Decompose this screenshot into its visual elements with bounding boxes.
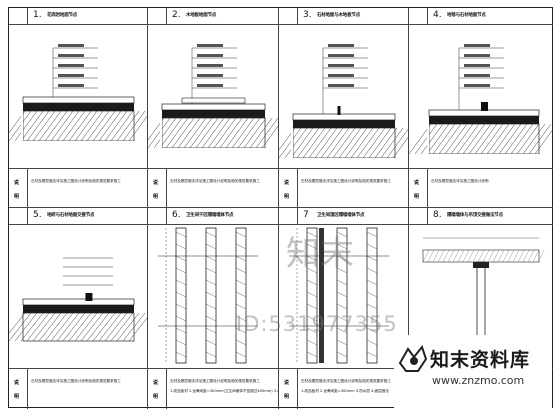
detail-cell: 4.地毯与石材地面节点说明石材及基层做法详见施工图设计说明: [409, 8, 553, 208]
brand-logo: 知末资料库 www.znzmo.com: [394, 335, 552, 409]
note-label-char: 说: [153, 380, 159, 386]
note-text: 石材及基层做法详见施工图设计说明及相关规范要求施工: [170, 379, 260, 383]
detail-header: 1. 花岗岩地面节点: [9, 8, 147, 25]
watermark-id: ID:531977355: [236, 312, 398, 336]
detail-title: 隔墙墙体与吊顶交接做法节点: [447, 213, 503, 218]
detail-drawing: [9, 44, 147, 168]
detail-note: 说明石材及基层做法详见施工图设计说明及相关规范要求施工: [9, 168, 147, 207]
note-label-char: 明: [153, 394, 159, 400]
note-text: 石材及基层做法详见施工图设计说明及相关规范要求施工: [31, 179, 121, 183]
note-label-char: 明: [284, 194, 290, 200]
detail-number: 3.: [303, 10, 312, 20]
detail-drawing: [289, 227, 389, 364]
detail-title: 卫生间湿区隔墙墙体节点: [317, 213, 365, 218]
note-label-char: 说: [284, 380, 290, 386]
detail-header: 6. 卫生间干区隔墙墙体节点: [148, 208, 278, 225]
note-label-char: 说: [414, 180, 420, 186]
note-label-char: 明: [14, 194, 20, 200]
detail-header: 4. 地毯与石材地面节点: [409, 8, 553, 25]
detail-header: 3. 石材地面与木地板节点: [279, 8, 408, 25]
detail-title: 地砖与石材地面交接节点: [47, 213, 95, 218]
note-label-char: 明: [414, 194, 420, 200]
note-label: 说明: [9, 169, 28, 207]
note-text-2: 1.成品板材 2.龙骨间距=300mm 3.防水层 4.面层做法: [301, 389, 389, 393]
detail-title: 木地板地面节点: [186, 13, 217, 18]
note-text: 石材及基层做法详见施工图设计说明: [431, 179, 489, 183]
note-label-char: 说: [284, 180, 290, 186]
detail-number: 6.: [172, 210, 181, 220]
note-label-char: 明: [284, 394, 290, 400]
note-text: 石材及基层做法详见施工图设计说明及相关规范要求施工: [301, 179, 391, 183]
watermark-mark: 知末: [286, 234, 354, 274]
detail-cell: 1.花岗岩地面节点说明石材及基层做法详见施工图设计说明及相关规范要求施工: [9, 8, 148, 208]
note-label: 说明: [409, 169, 428, 207]
detail-header: 2. 木地板地面节点: [148, 8, 278, 25]
detail-drawing: [422, 237, 545, 363]
detail-note: 说明石材及基层做法详见施工图设计说明: [409, 168, 553, 207]
note-label: 说明: [279, 169, 298, 207]
logo-name: 知末资料库: [430, 349, 531, 371]
note-label: 说明: [148, 369, 167, 409]
detail-number: 4.: [433, 10, 442, 20]
note-label-char: 说: [14, 180, 20, 186]
detail-title: 卫生间干区隔墙墙体节点: [186, 213, 234, 218]
detail-note: 说明石材及基层做法详见施工图设计说明及相关规范要求施工: [148, 168, 278, 207]
detail-drawing: [148, 44, 278, 168]
note-label: 说明: [9, 369, 28, 409]
note-text-2: 1.成品板材 2.龙骨间距=300mm(卫生间墙体不宜超过400mm) 3.面层…: [170, 389, 278, 393]
note-label-char: 说: [14, 380, 20, 386]
detail-drawing: [409, 44, 553, 168]
detail-title: 石材地面与木地板节点: [317, 13, 360, 18]
detail-number: 5.: [33, 210, 42, 220]
detail-drawing: [158, 227, 258, 364]
note-text: 石材及基层做法详见施工图设计说明及相关规范要求施工: [170, 179, 260, 183]
note-text: 石材及基层做法详见施工图设计说明及相关规范要求施工: [301, 379, 391, 383]
detail-cell: 2.木地板地面节点说明石材及基层做法详见施工图设计说明及相关规范要求施工: [148, 8, 279, 208]
logo-icon: [398, 344, 428, 372]
detail-title: 花岗岩地面节点: [47, 13, 78, 18]
detail-cell: 3.石材地面与木地板节点说明石材及基层做法详见施工图设计说明及相关规范要求施工: [279, 8, 409, 208]
note-text: 石材及基层做法详见施工图设计说明及相关规范要求施工: [31, 379, 121, 383]
detail-drawing: [9, 257, 147, 342]
detail-drawing: [279, 44, 408, 168]
detail-title: 地毯与石材地面节点: [447, 13, 486, 18]
detail-number: 7: [303, 210, 309, 220]
detail-note: 说明石材及基层做法详见施工图设计说明及相关规范要求施工: [279, 168, 408, 207]
detail-note: 说明石材及基层做法详见施工图设计说明及相关规范要求施工: [9, 368, 147, 409]
detail-header: 8. 隔墙墙体与吊顶交接做法节点: [409, 208, 553, 225]
detail-number: 2.: [172, 10, 181, 20]
note-label-char: 说: [153, 180, 159, 186]
detail-number: 8.: [433, 210, 442, 220]
detail-cell: 5.地砖与石材地面交接节点说明石材及基层做法详见施工图设计说明及相关规范要求施工: [9, 208, 148, 409]
note-label-char: 明: [14, 394, 20, 400]
logo-url: www.znzmo.com: [432, 374, 525, 387]
note-label: 说明: [148, 169, 167, 207]
detail-cell: 6.卫生间干区隔墙墙体节点说明石材及基层做法详见施工图设计说明及相关规范要求施工…: [148, 208, 279, 409]
note-label-char: 明: [153, 194, 159, 200]
detail-header: 7 卫生间湿区隔墙墙体节点: [279, 208, 408, 225]
detail-header: 5. 地砖与石材地面交接节点: [9, 208, 147, 225]
detail-number: 1.: [33, 10, 42, 20]
note-label: 说明: [279, 369, 298, 409]
